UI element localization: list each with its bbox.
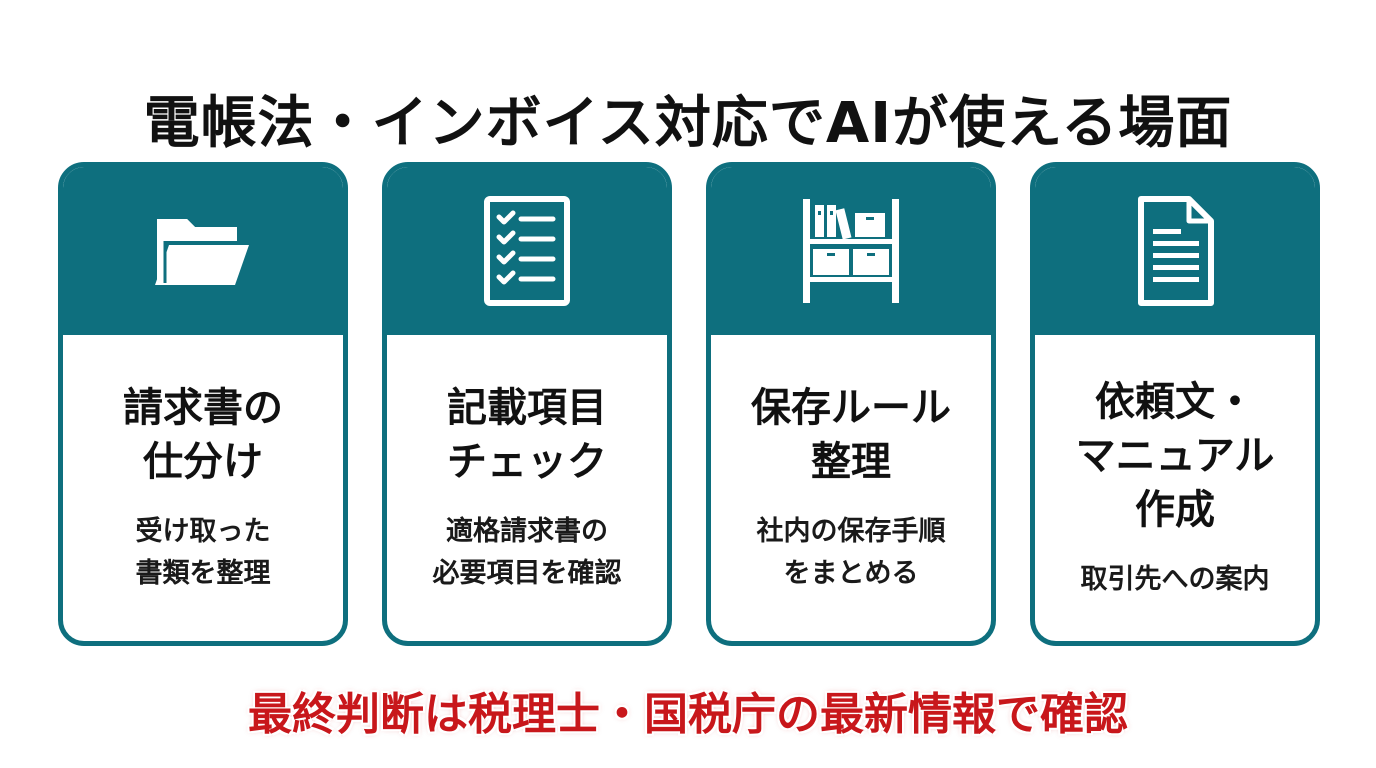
- card-storage-rules: 保存ルール 整理 社内の保存手順 をまとめる: [706, 162, 996, 646]
- card-desc-line: 書類を整理: [135, 558, 271, 589]
- card-desc-line: 取引先への案内: [1080, 564, 1270, 595]
- folder-icon: [155, 219, 249, 285]
- scenario-cards: 請求書の 仕分け 受け取った 書類を整理: [58, 162, 1320, 646]
- card-request-manual: 依頼文・ マニュアル 作成 取引先への案内: [1030, 162, 1320, 646]
- card-header: [1035, 167, 1315, 335]
- card-title-line: 請求書の: [123, 385, 283, 431]
- card-desc-line: をまとめる: [783, 558, 919, 589]
- card-description: 適格請求書の 必要項目を確認: [433, 511, 622, 595]
- card-body: 依頼文・ マニュアル 作成 取引先への案内: [1035, 335, 1315, 641]
- card-header: [63, 167, 343, 335]
- card-desc-line: 社内の保存手順: [756, 516, 946, 547]
- card-title-line: 整理: [811, 439, 891, 485]
- document-icon: [1138, 196, 1214, 306]
- card-description: 受け取った 書類を整理: [136, 511, 271, 595]
- checklist-icon: [484, 196, 570, 306]
- card-body: 請求書の 仕分け 受け取った 書類を整理: [63, 335, 343, 641]
- card-title: 請求書の 仕分け: [123, 381, 283, 489]
- disclaimer-note: 最終判断は税理士・国税庁の最新情報で確認: [248, 689, 1128, 740]
- shelf-icon: [803, 199, 899, 303]
- card-title-line: 保存ルール: [751, 385, 951, 431]
- card-description: 社内の保存手順 をまとめる: [757, 511, 946, 595]
- card-header: [387, 167, 667, 335]
- card-invoice-sorting: 請求書の 仕分け 受け取った 書類を整理: [58, 162, 348, 646]
- card-title-line: 依頼文・: [1095, 379, 1255, 425]
- card-desc-line: 必要項目を確認: [432, 558, 622, 589]
- card-title-line: 仕分け: [143, 439, 263, 485]
- card-body: 記載項目 チェック 適格請求書の 必要項目を確認: [387, 335, 667, 641]
- card-title: 依頼文・ マニュアル 作成: [1076, 375, 1275, 537]
- page-title: 電帳法・インボイス対応でAIが使える場面: [143, 90, 1233, 156]
- card-title-line: 記載項目: [447, 385, 607, 431]
- card-title: 記載項目 チェック: [447, 381, 607, 489]
- card-title-line: マニュアル: [1075, 433, 1275, 479]
- card-desc-line: 適格請求書の: [446, 516, 608, 547]
- card-title-line: チェック: [447, 439, 607, 485]
- card-desc-line: 受け取った: [135, 516, 271, 547]
- card-title-line: 作成: [1135, 487, 1215, 533]
- card-description: 取引先への案内: [1081, 559, 1270, 601]
- card-header: [711, 167, 991, 335]
- card-title: 保存ルール 整理: [751, 381, 951, 489]
- card-field-check: 記載項目 チェック 適格請求書の 必要項目を確認: [382, 162, 672, 646]
- card-body: 保存ルール 整理 社内の保存手順 をまとめる: [711, 335, 991, 641]
